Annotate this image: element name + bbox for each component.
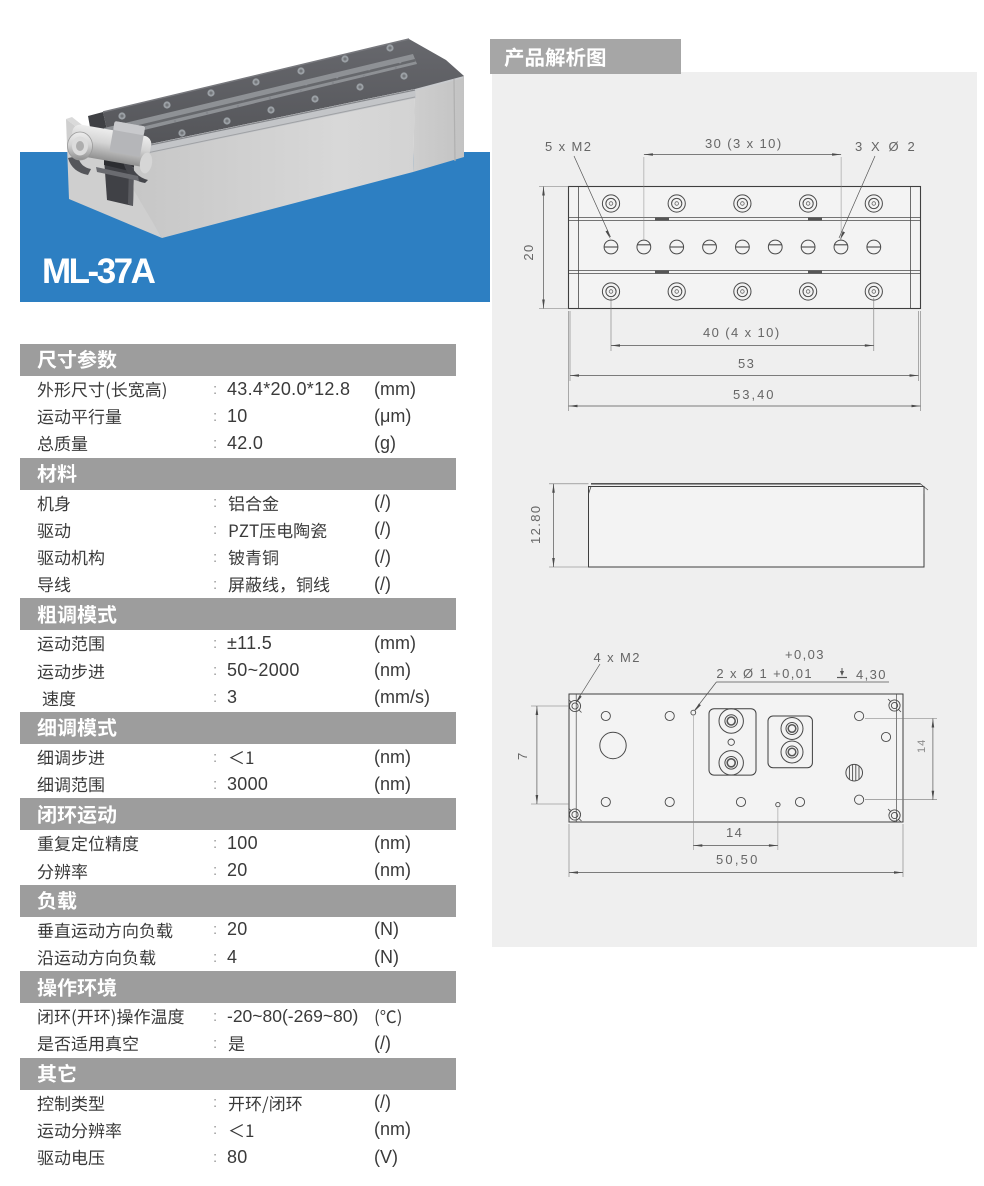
- svg-text:14: 14: [916, 739, 928, 753]
- svg-text:40 (4 x 10): 40 (4 x 10): [703, 325, 781, 340]
- svg-text:12.80: 12.80: [528, 504, 543, 544]
- svg-text:7: 7: [515, 751, 530, 760]
- svg-text:2 x Ø 1 +0,01: 2 x Ø 1 +0,01: [716, 666, 813, 681]
- svg-text:20: 20: [521, 243, 536, 260]
- svg-text:5 x M2: 5 x M2: [545, 139, 592, 154]
- svg-text:50,50: 50,50: [716, 852, 760, 867]
- svg-text:4,30: 4,30: [856, 667, 887, 682]
- svg-text:+0,03: +0,03: [785, 647, 825, 662]
- svg-text:53: 53: [738, 356, 755, 371]
- svg-text:3 X Ø 2: 3 X Ø 2: [855, 139, 917, 154]
- svg-text:4 x M2: 4 x M2: [594, 650, 641, 665]
- svg-text:14: 14: [726, 825, 743, 840]
- svg-text:30 (3 x 10): 30 (3 x 10): [705, 136, 783, 151]
- svg-text:53,40: 53,40: [733, 387, 776, 402]
